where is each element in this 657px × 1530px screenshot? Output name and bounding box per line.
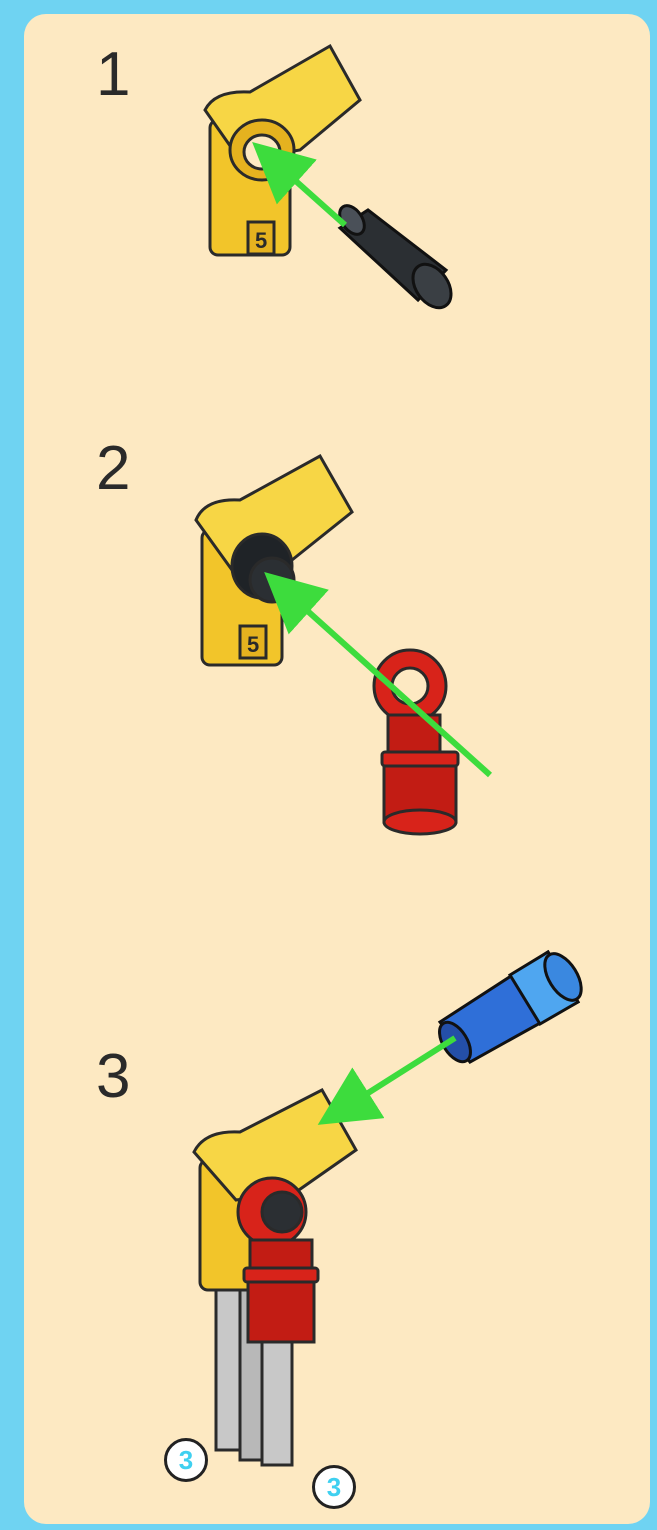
part-label-5: 5 (247, 632, 259, 657)
yellow-angle-connector: 5 (205, 46, 360, 255)
step-2-illustration: 5 (196, 456, 490, 834)
black-bushing-pin (335, 201, 459, 315)
blue-axle-pin (433, 948, 588, 1067)
assembly-arrow (282, 588, 490, 775)
step-1-illustration: 5 (205, 46, 459, 315)
quantity-badge: 3 (164, 1438, 208, 1482)
red-pin-with-hole (238, 1178, 318, 1342)
assembly-arrow (338, 1038, 455, 1112)
part-label-5: 5 (255, 228, 267, 253)
red-pin-with-hole (374, 650, 458, 834)
step-3-illustration (194, 948, 589, 1465)
quantity-badge: 3 (312, 1465, 356, 1509)
